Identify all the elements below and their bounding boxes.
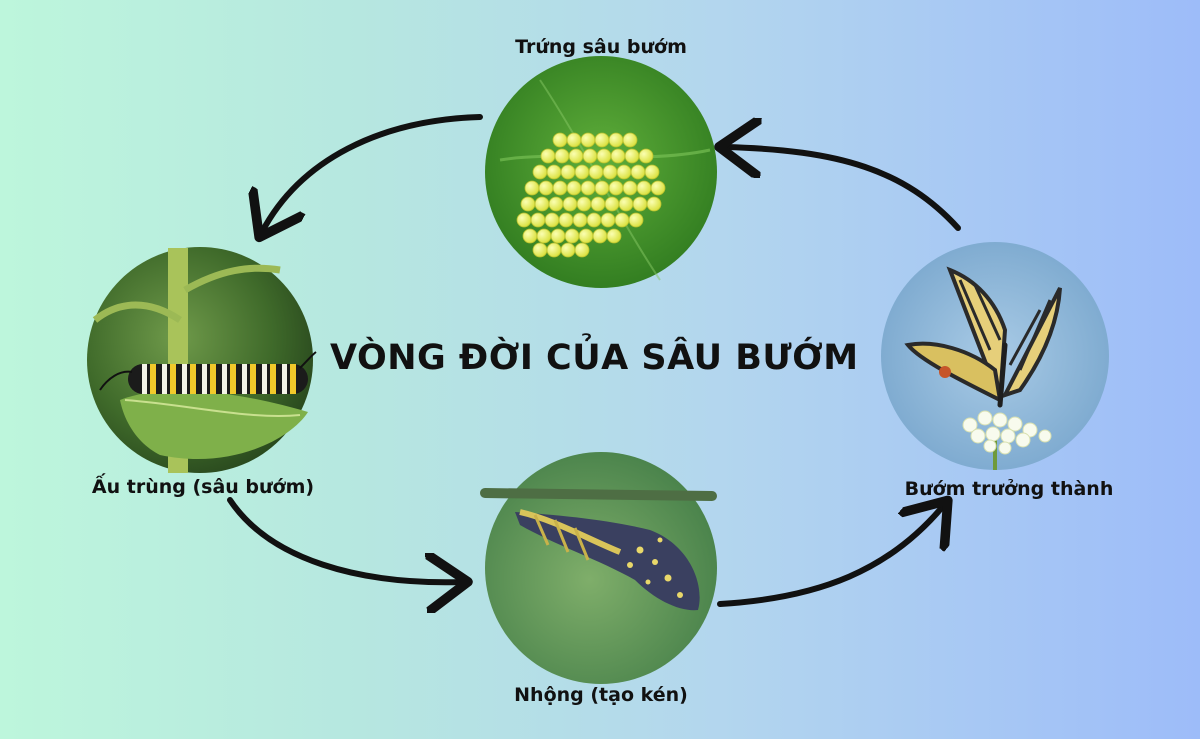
egg [628,212,644,228]
flower-cluster [962,410,1052,455]
arrow-pupa-to-adult [717,505,944,607]
egg [636,180,652,196]
arrow-larva-to-pupa [227,497,462,582]
egg [566,132,582,148]
egg [558,212,574,228]
egg [594,180,610,196]
egg [562,196,578,212]
egg [624,148,640,164]
egg [580,132,596,148]
egg [622,132,638,148]
egg [594,132,610,148]
egg-cluster [516,132,666,258]
egg [600,212,616,228]
pupa-photo [480,452,717,684]
butterfly [904,266,1062,408]
egg [616,164,632,180]
egg [560,164,576,180]
egg [614,212,630,228]
egg [536,228,552,244]
egg [644,164,660,180]
egg [568,148,584,164]
egg [552,132,568,148]
egg [610,148,626,164]
egg [632,196,648,212]
egg [564,228,580,244]
larva-photo [87,247,317,473]
egg [606,228,622,244]
egg [566,180,582,196]
egg [608,132,624,148]
egg [530,212,546,228]
egg [572,212,588,228]
egg [630,164,646,180]
egg [602,164,618,180]
egg [622,180,638,196]
egg [524,180,540,196]
egg [522,228,538,244]
egg [532,242,548,258]
egg [552,180,568,196]
egg [546,164,562,180]
egg [516,212,532,228]
egg [554,148,570,164]
egg [596,148,612,164]
egg [608,180,624,196]
label-adult: Bướm trưởng thành [904,478,1114,500]
egg [582,148,598,164]
egg [534,196,550,212]
egg [544,212,560,228]
caterpillar [99,351,317,394]
egg [538,180,554,196]
egg [574,242,590,258]
egg [548,196,564,212]
egg [560,242,576,258]
egg [650,180,666,196]
egg [578,228,594,244]
egg [550,228,566,244]
egg [532,164,548,180]
eggs-photo [485,56,717,288]
egg [574,164,590,180]
label-larva: Ấu trùng (sâu bướm) [91,476,315,498]
egg [604,196,620,212]
egg [520,196,536,212]
diagram-title: VÒNG ĐỜI CỦA SÂU BƯỚM [330,338,859,378]
egg [546,242,562,258]
egg [638,148,654,164]
egg [590,196,606,212]
adult-photo [881,242,1109,470]
arrow-eggs-to-larva [262,114,483,232]
egg [580,180,596,196]
egg [588,164,604,180]
egg [592,228,608,244]
arrow-adult-to-eggs [725,147,961,231]
egg [540,148,556,164]
egg [618,196,634,212]
egg [576,196,592,212]
egg [646,196,662,212]
label-eggs: Trứng sâu bướm [515,36,687,58]
label-pupa: Nhộng (tạo kén) [514,684,688,706]
egg [586,212,602,228]
